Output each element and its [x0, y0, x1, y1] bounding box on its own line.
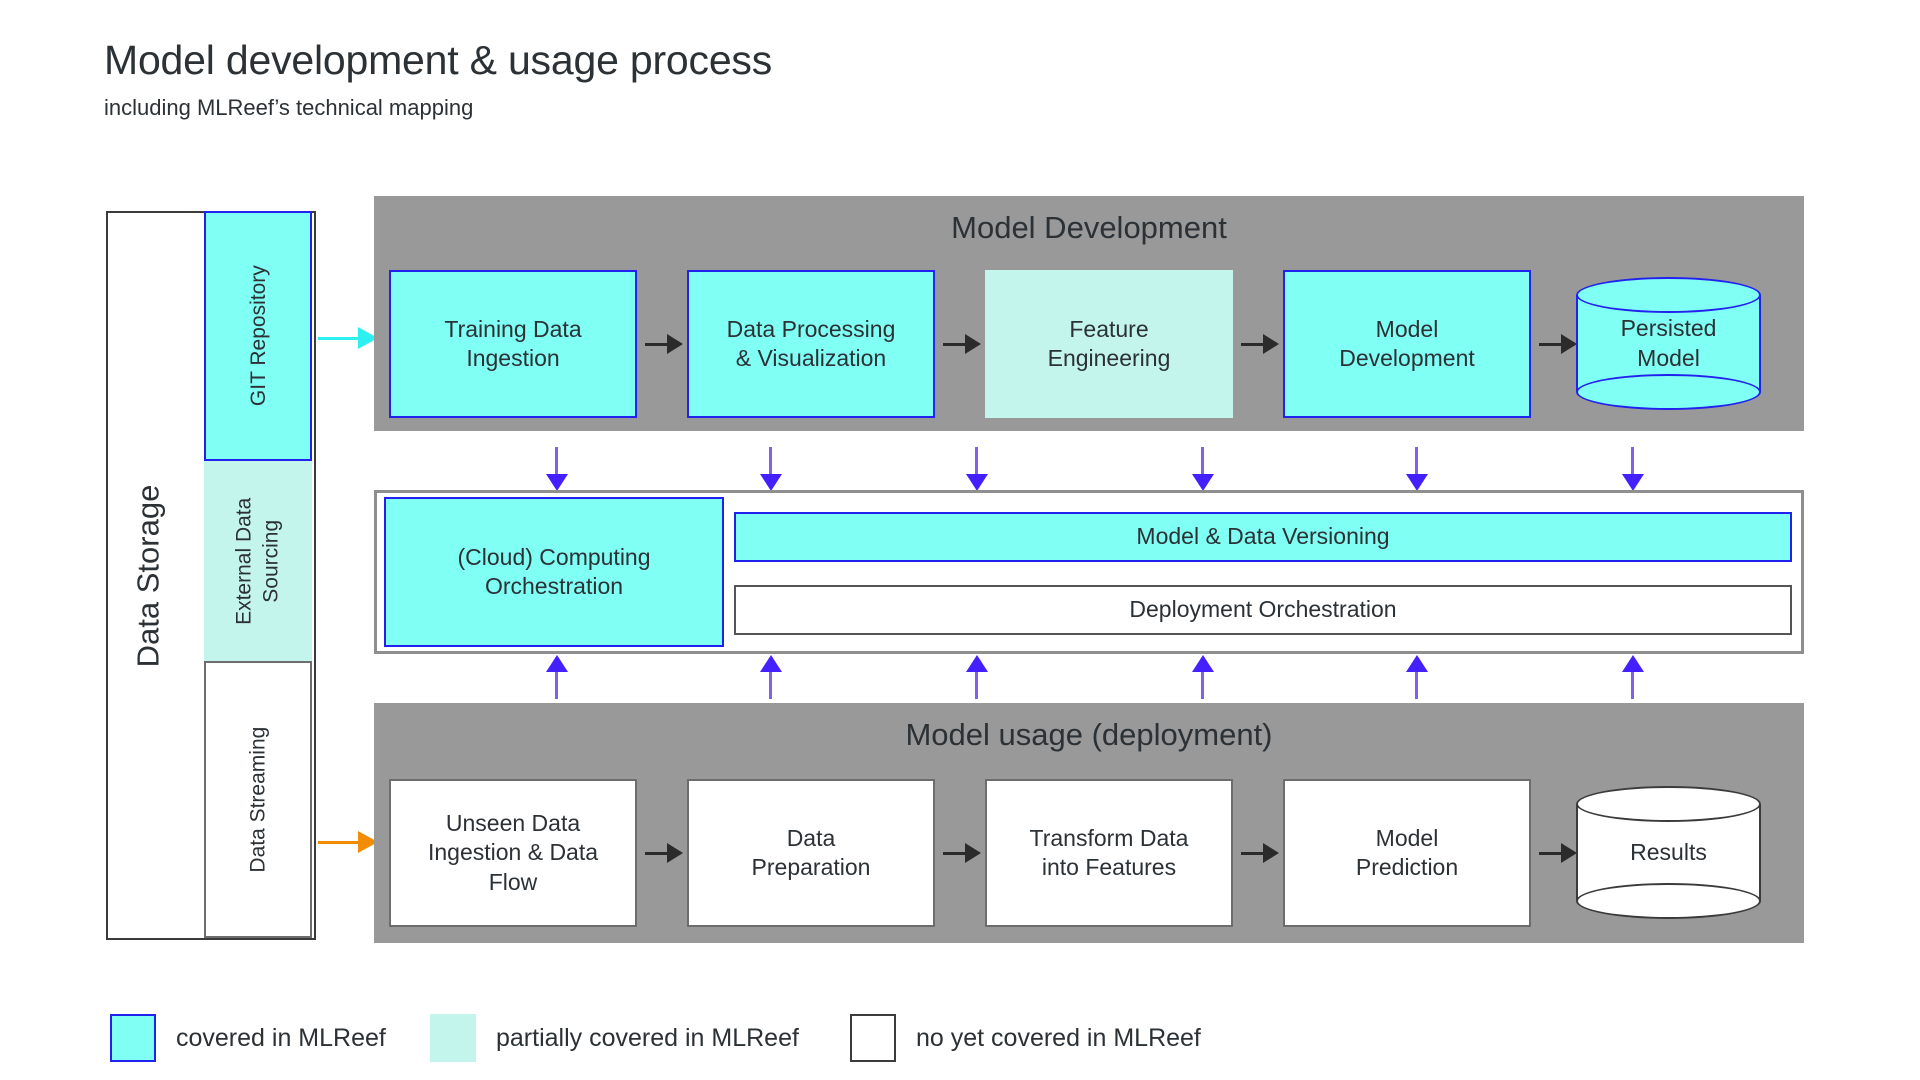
results-cylinder-top	[1576, 786, 1761, 822]
arrow-down-3-icon	[966, 447, 988, 491]
arrow-git-to-training-icon	[318, 327, 378, 349]
arrow-down-2-icon	[760, 447, 782, 491]
orchestration-model-data-versioning-label: Model & Data Versioning	[1136, 523, 1390, 550]
storage-item-data-streaming[interactable]: Data Streaming	[204, 661, 312, 938]
legend-label-none: no yet covered in MLReef	[916, 1023, 1201, 1052]
persisted-model-cylinder-top	[1576, 277, 1761, 313]
arrow-up-6-icon	[1622, 655, 1644, 699]
arrow-streaming-to-unseen-icon	[318, 831, 378, 853]
arrow-down-1-icon	[546, 447, 568, 491]
data-storage-label: Data Storage	[106, 211, 191, 940]
page-subtitle: including MLReef’s technical mapping	[104, 95, 474, 121]
persisted-model-cylinder-bottom	[1576, 374, 1761, 410]
arrow-prep-to-transform-icon	[943, 843, 981, 863]
arrow-up-2-icon	[760, 655, 782, 699]
data-storage-label-text: Data Storage	[130, 484, 166, 667]
orchestration-deployment-label: Deployment Orchestration	[1129, 596, 1397, 623]
arrow-up-3-icon	[966, 655, 988, 699]
arrow-up-4-icon	[1192, 655, 1214, 699]
legend-item-covered: covered in MLReef	[110, 1010, 386, 1066]
arrow-up-1-icon	[546, 655, 568, 699]
legend-swatch-none	[850, 1014, 896, 1062]
legend-label-partial: partially covered in MLReef	[496, 1023, 799, 1052]
arrow-model-dev-to-persisted-icon	[1539, 334, 1577, 354]
page-title: Model development & usage process	[104, 37, 773, 83]
storage-item-data-streaming-label: Data Streaming	[246, 726, 270, 873]
arrow-transform-to-prediction-icon	[1241, 843, 1279, 863]
arrow-unseen-to-prep-icon	[645, 843, 683, 863]
model-usage-title: Model usage (deployment)	[905, 717, 1273, 752]
orchestration-model-data-versioning[interactable]: Model & Data Versioning	[734, 512, 1792, 562]
arrow-feature-to-model-dev-icon	[1241, 334, 1279, 354]
model-development-title: Model Development	[951, 210, 1227, 245]
usage-step-results[interactable]: Results	[1576, 786, 1761, 919]
legend-item-none: no yet covered in MLReef	[850, 1010, 1201, 1066]
legend-label-covered: covered in MLReef	[176, 1023, 386, 1052]
step-data-processing-visualization[interactable]: Data Processing& Visualization	[687, 270, 935, 418]
arrow-down-6-icon	[1622, 447, 1644, 491]
storage-item-git-repository-label: GIT Repository	[246, 265, 270, 407]
step-data-processing-visualization-label: Data Processing& Visualization	[726, 315, 896, 371]
arrow-down-5-icon	[1406, 447, 1428, 491]
legend-swatch-partial	[430, 1014, 476, 1062]
title-block: Model development & usage process includ…	[104, 37, 773, 121]
arrow-training-to-processing-icon	[645, 334, 683, 354]
arrow-processing-to-feature-icon	[943, 334, 981, 354]
legend-item-partial: partially covered in MLReef	[430, 1010, 799, 1066]
legend-swatch-covered	[110, 1014, 156, 1062]
results-cylinder-bottom	[1576, 883, 1761, 919]
storage-item-git-repository[interactable]: GIT Repository	[204, 211, 312, 461]
arrow-prediction-to-results-icon	[1539, 843, 1577, 863]
arrow-up-5-icon	[1406, 655, 1428, 699]
usage-step-results-label: Results	[1630, 838, 1707, 865]
arrow-down-4-icon	[1192, 447, 1214, 491]
orchestration-deployment[interactable]: Deployment Orchestration	[734, 585, 1792, 635]
